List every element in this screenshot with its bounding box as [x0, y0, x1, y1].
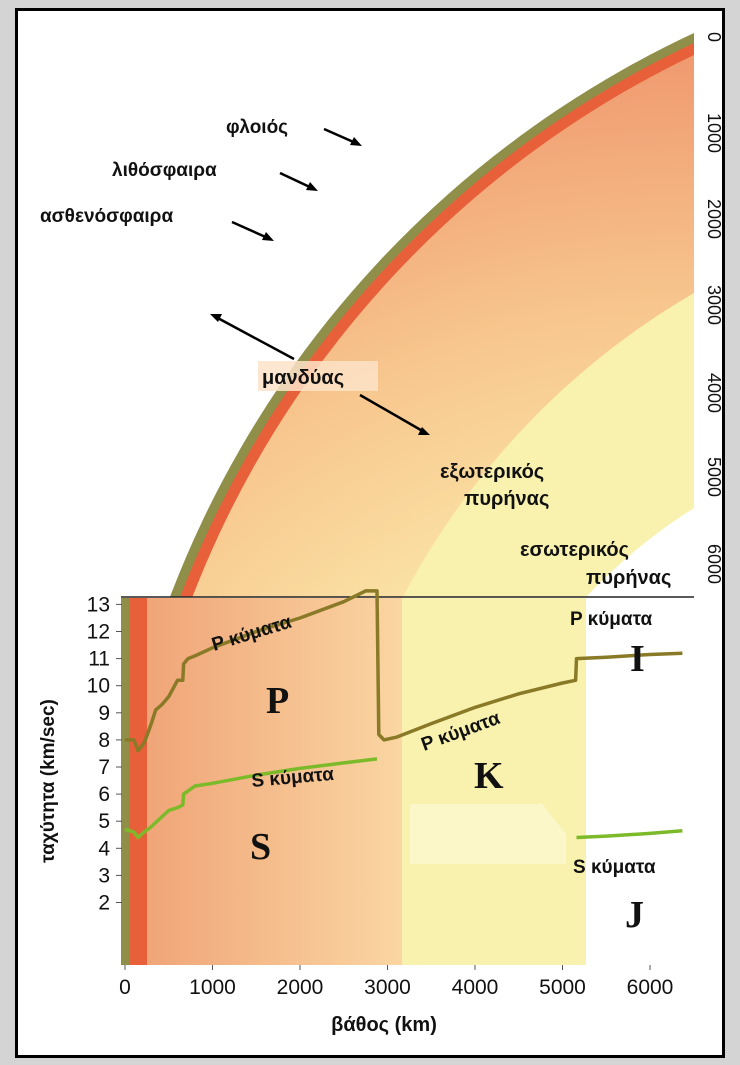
y-tick-label: 10	[87, 675, 110, 698]
arrow-mantle-right	[359, 393, 427, 435]
x-tick-label: 5000	[539, 976, 586, 999]
zone-lithosphere-strip	[129, 598, 147, 965]
y-tick-label: 6	[98, 783, 110, 806]
y-tick-label: 4	[98, 837, 110, 860]
arrow-asthenosphere	[231, 220, 271, 241]
x-tick-label: 1000	[189, 976, 236, 999]
y-tick-label: 3	[98, 864, 110, 887]
x-axis-label: βάθος (km)	[331, 1014, 437, 1036]
letter-K: K	[474, 755, 504, 797]
p-wave-line	[125, 589, 683, 753]
earth-layers-figure: 0 1000 2000 3000 4000 5000 6000 φλοιός λ…	[38, 32, 722, 1036]
depth-label-6000: 6000	[704, 544, 722, 584]
layer-annotations: φλοιός λιθόσφαιρα ασθενόσφαιρα μανδύας ε…	[40, 117, 671, 589]
x-tick-label: 3000	[364, 976, 411, 999]
y-tick-label: 9	[98, 702, 110, 725]
label-outer-core-1: εξωτερικός	[440, 461, 544, 483]
x-tick-label: 2000	[277, 976, 324, 999]
x-tick-label: 4000	[452, 976, 499, 999]
y-tick-label: 12	[87, 621, 110, 644]
depth-label-0: 0	[704, 32, 722, 42]
letter-I: I	[630, 638, 645, 680]
y-tick-label: 5	[98, 810, 110, 833]
letter-P: P	[266, 680, 289, 722]
depth-label-3000: 3000	[704, 285, 722, 325]
velocity-chart: 2 3 4 5 6 7 8 9 10 11 12 13 0 1000 2000 3000 4000 5000 60…	[38, 589, 694, 1036]
arrowhead-crust	[350, 137, 362, 146]
y-tick-label: 8	[98, 729, 110, 752]
arrow-mantle-left	[213, 314, 295, 361]
zone-outer-core	[402, 598, 586, 965]
x-tick-label: 6000	[627, 976, 674, 999]
arrowhead-mantle-right	[418, 427, 430, 435]
arrowhead-lithosphere	[306, 182, 318, 191]
depth-scale: 0 1000 2000 3000 4000 5000 6000	[704, 32, 722, 584]
inner-core-layer	[586, 508, 694, 597]
depth-label-5000: 5000	[704, 457, 722, 497]
label-crust: φλοιός	[226, 117, 288, 138]
figure-frame: 0 1000 2000 3000 4000 5000 6000 φλοιός λ…	[15, 8, 725, 1058]
outer-core-highlight	[410, 804, 566, 864]
x-tick-label: 0	[119, 976, 131, 999]
y-tick-label: 2	[98, 892, 110, 915]
depth-label-1000: 1000	[704, 113, 722, 153]
mantle-label-bg	[258, 361, 378, 391]
y-tick-label: 11	[88, 648, 110, 671]
zone-inner-core	[586, 598, 694, 965]
label-inner-core-2: πυρήνας	[586, 567, 671, 589]
depth-label-4000: 4000	[704, 373, 722, 413]
y-tick-label: 13	[87, 593, 110, 616]
label-asthenosphere: ασθενόσφαιρα	[40, 206, 173, 227]
wave-series	[124, 589, 683, 840]
y-tick-label: 7	[98, 756, 110, 779]
letter-S: S	[250, 826, 271, 868]
p-waves-label-inner-core: P κύματα	[570, 609, 653, 630]
label-mantle: μανδύας	[262, 367, 344, 389]
s-waves-label-inner-core: S κύματα	[573, 857, 656, 878]
zone-crust-strip	[121, 598, 129, 965]
y-axis-ticks: 2 3 4 5 6 7 8 9 10 11 12 13	[87, 593, 122, 915]
s-wave-line	[124, 757, 683, 840]
outer-core-layer	[403, 293, 694, 597]
label-outer-core-2: πυρήνας	[464, 488, 549, 510]
arrowhead-asthenosphere	[262, 232, 274, 241]
label-lithosphere: λιθόσφαιρα	[112, 160, 217, 181]
globe-cross-section	[169, 33, 694, 597]
label-inner-core-1: εσωτερικός	[520, 539, 629, 561]
depth-label-2000: 2000	[704, 199, 722, 239]
x-axis-ticks: 0 1000 2000 3000 4000 5000 6000	[119, 965, 673, 999]
arrowhead-mantle-left	[210, 314, 222, 322]
y-axis-label: ταχύτητα (km/sec)	[38, 699, 59, 863]
letter-J: J	[625, 894, 644, 936]
